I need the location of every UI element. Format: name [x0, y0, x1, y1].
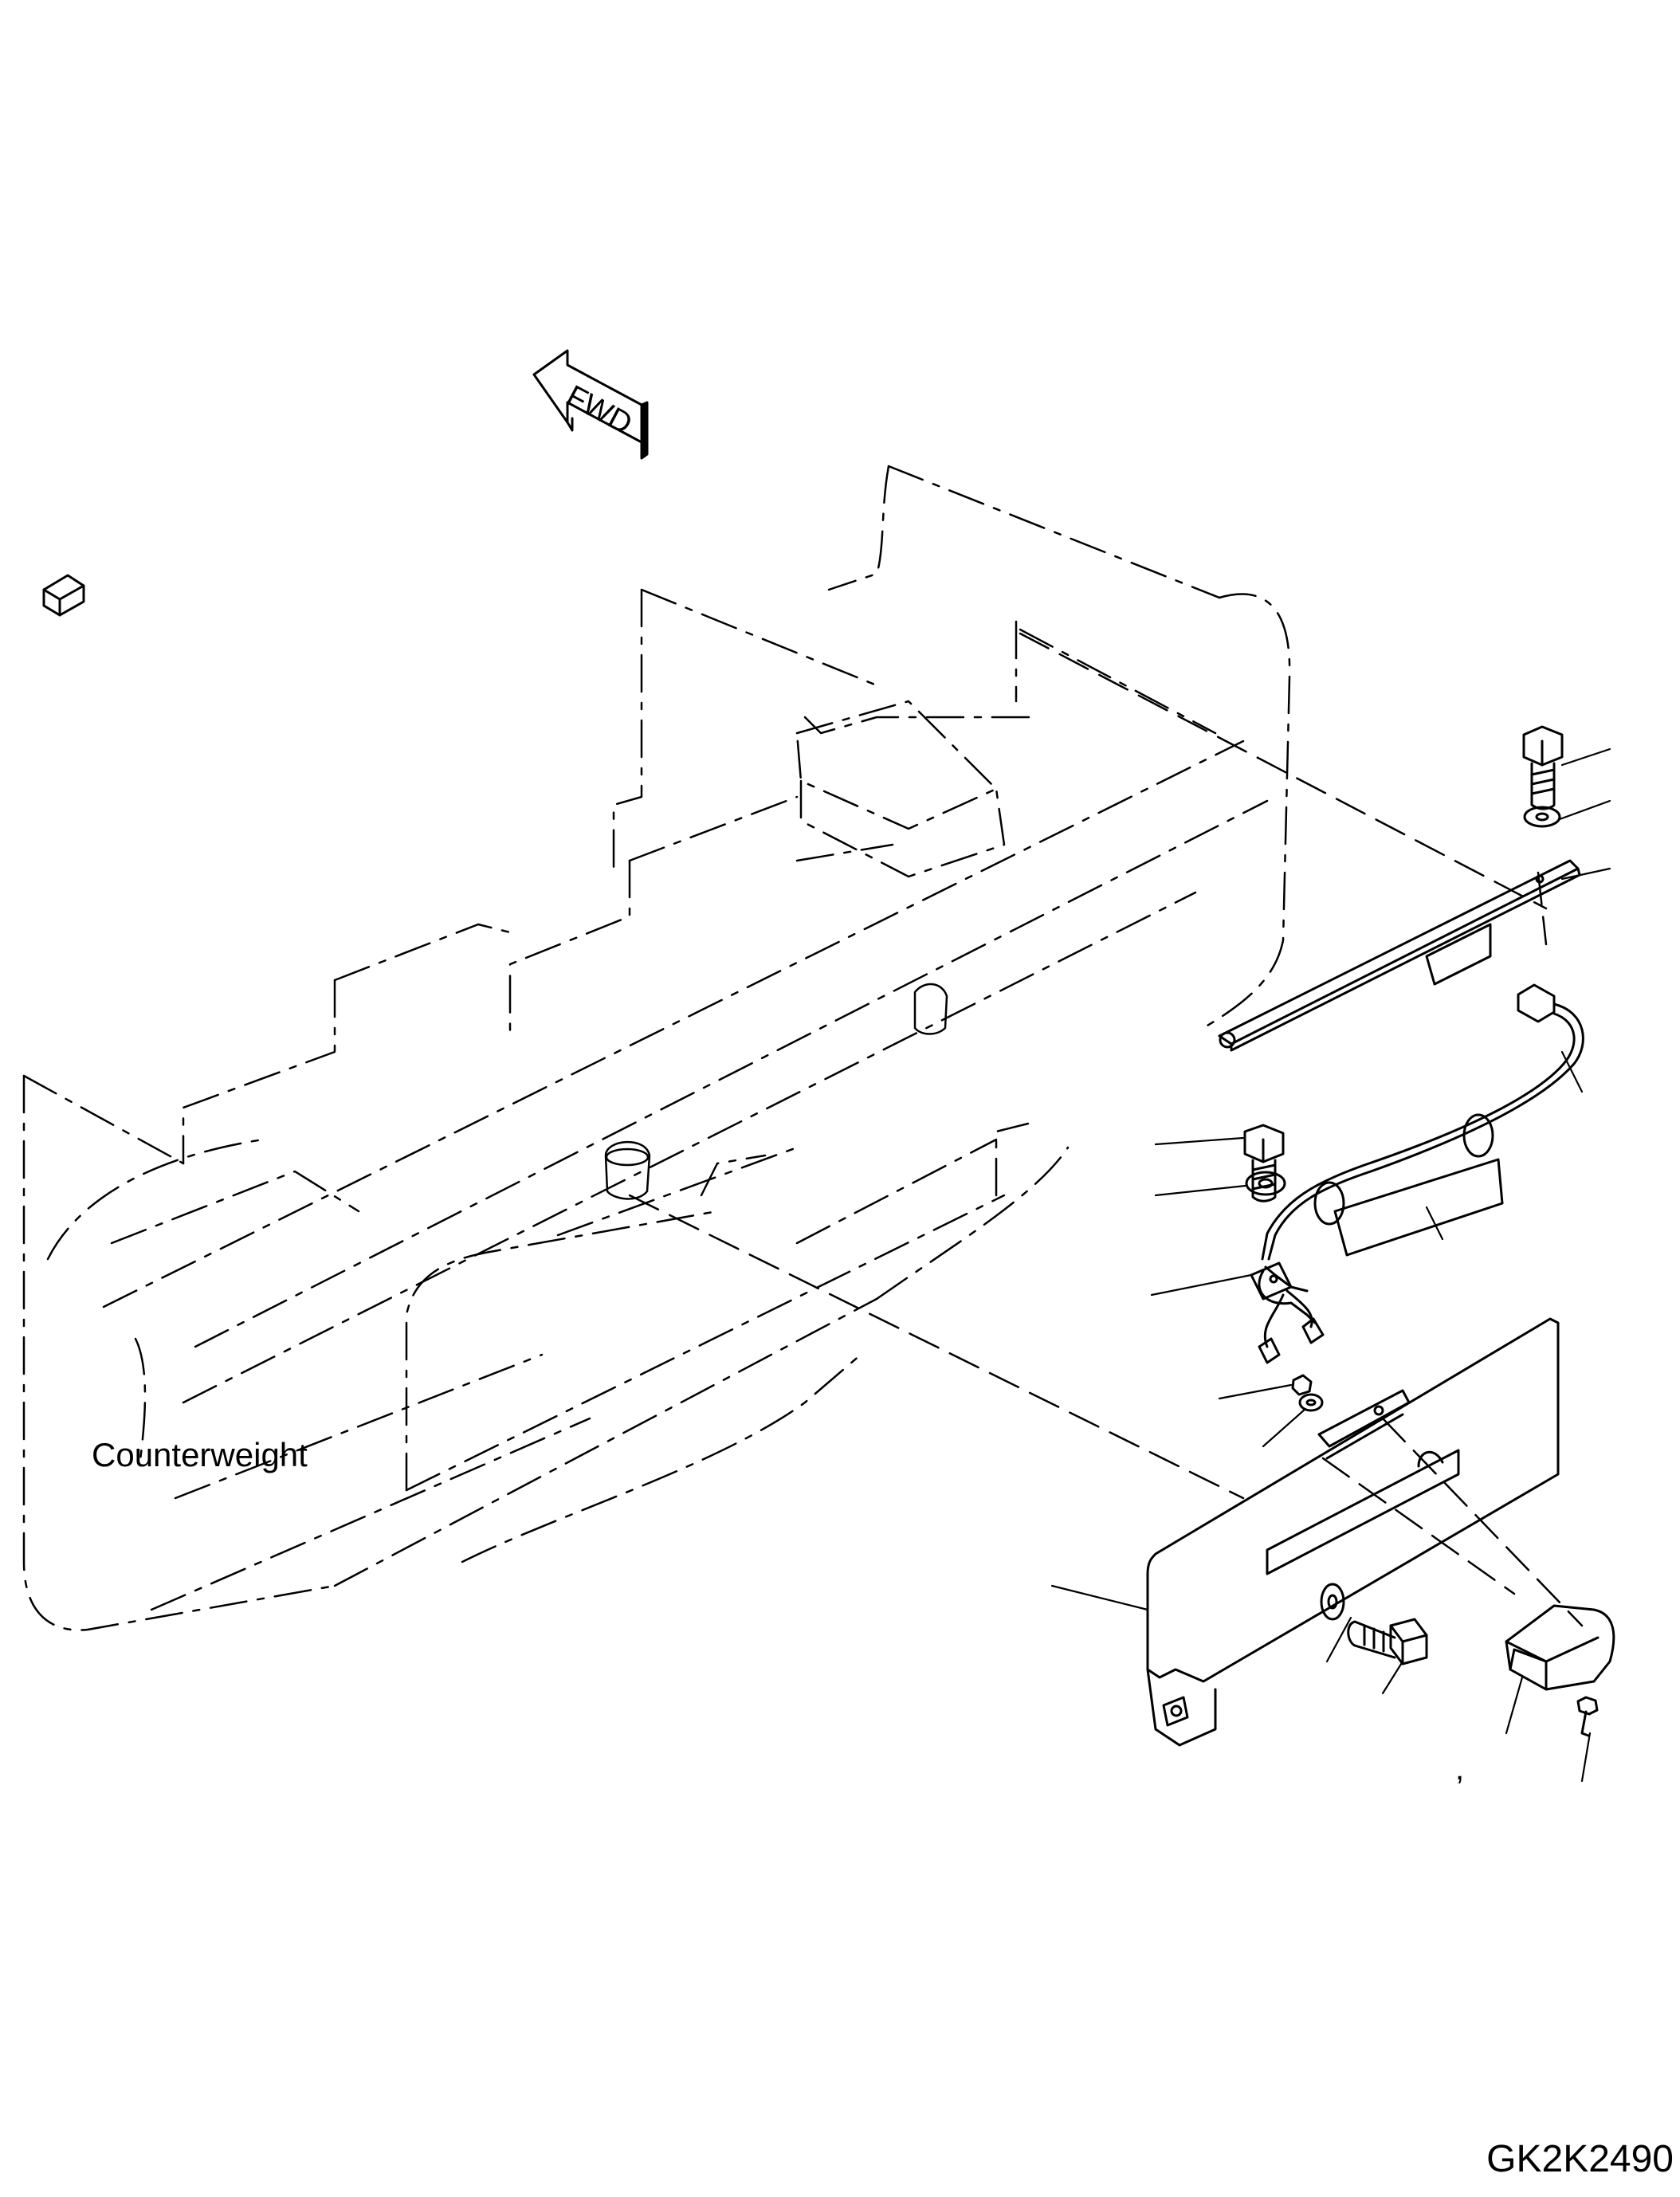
- counterweight-boss-center: [604, 983, 948, 1200]
- wire-harness: [1250, 983, 1584, 1364]
- washer-upper: [1523, 806, 1561, 828]
- counterweight-label: Counterweight: [92, 1436, 308, 1473]
- washer-lower: [1320, 1583, 1345, 1621]
- fwd-arrow-icon: [532, 349, 649, 460]
- screw-lamp: [1576, 1696, 1599, 1737]
- fwd-arrow-text: FWD: [561, 379, 638, 441]
- assembly-lines: [628, 632, 1584, 1627]
- cover-plate: [1146, 1317, 1560, 1747]
- bolt-upper: [1522, 725, 1564, 810]
- washer-middle: [1245, 1171, 1286, 1196]
- counterweight-outline: [22, 465, 1291, 1631]
- drawing-number: GK2K2490: [1486, 2138, 1674, 2180]
- leader-lines: [1050, 747, 1611, 1783]
- bolt-middle: [1243, 1124, 1285, 1202]
- nut-small: [1291, 1374, 1313, 1396]
- stray-mark: ,: [1455, 1752, 1465, 1787]
- connector-icon: [42, 574, 85, 617]
- license-lamp: [1505, 1604, 1615, 1691]
- lamp-bracket: [1218, 859, 1581, 1052]
- washer-small: [1298, 1393, 1324, 1412]
- bolt-lower: [1347, 1618, 1428, 1665]
